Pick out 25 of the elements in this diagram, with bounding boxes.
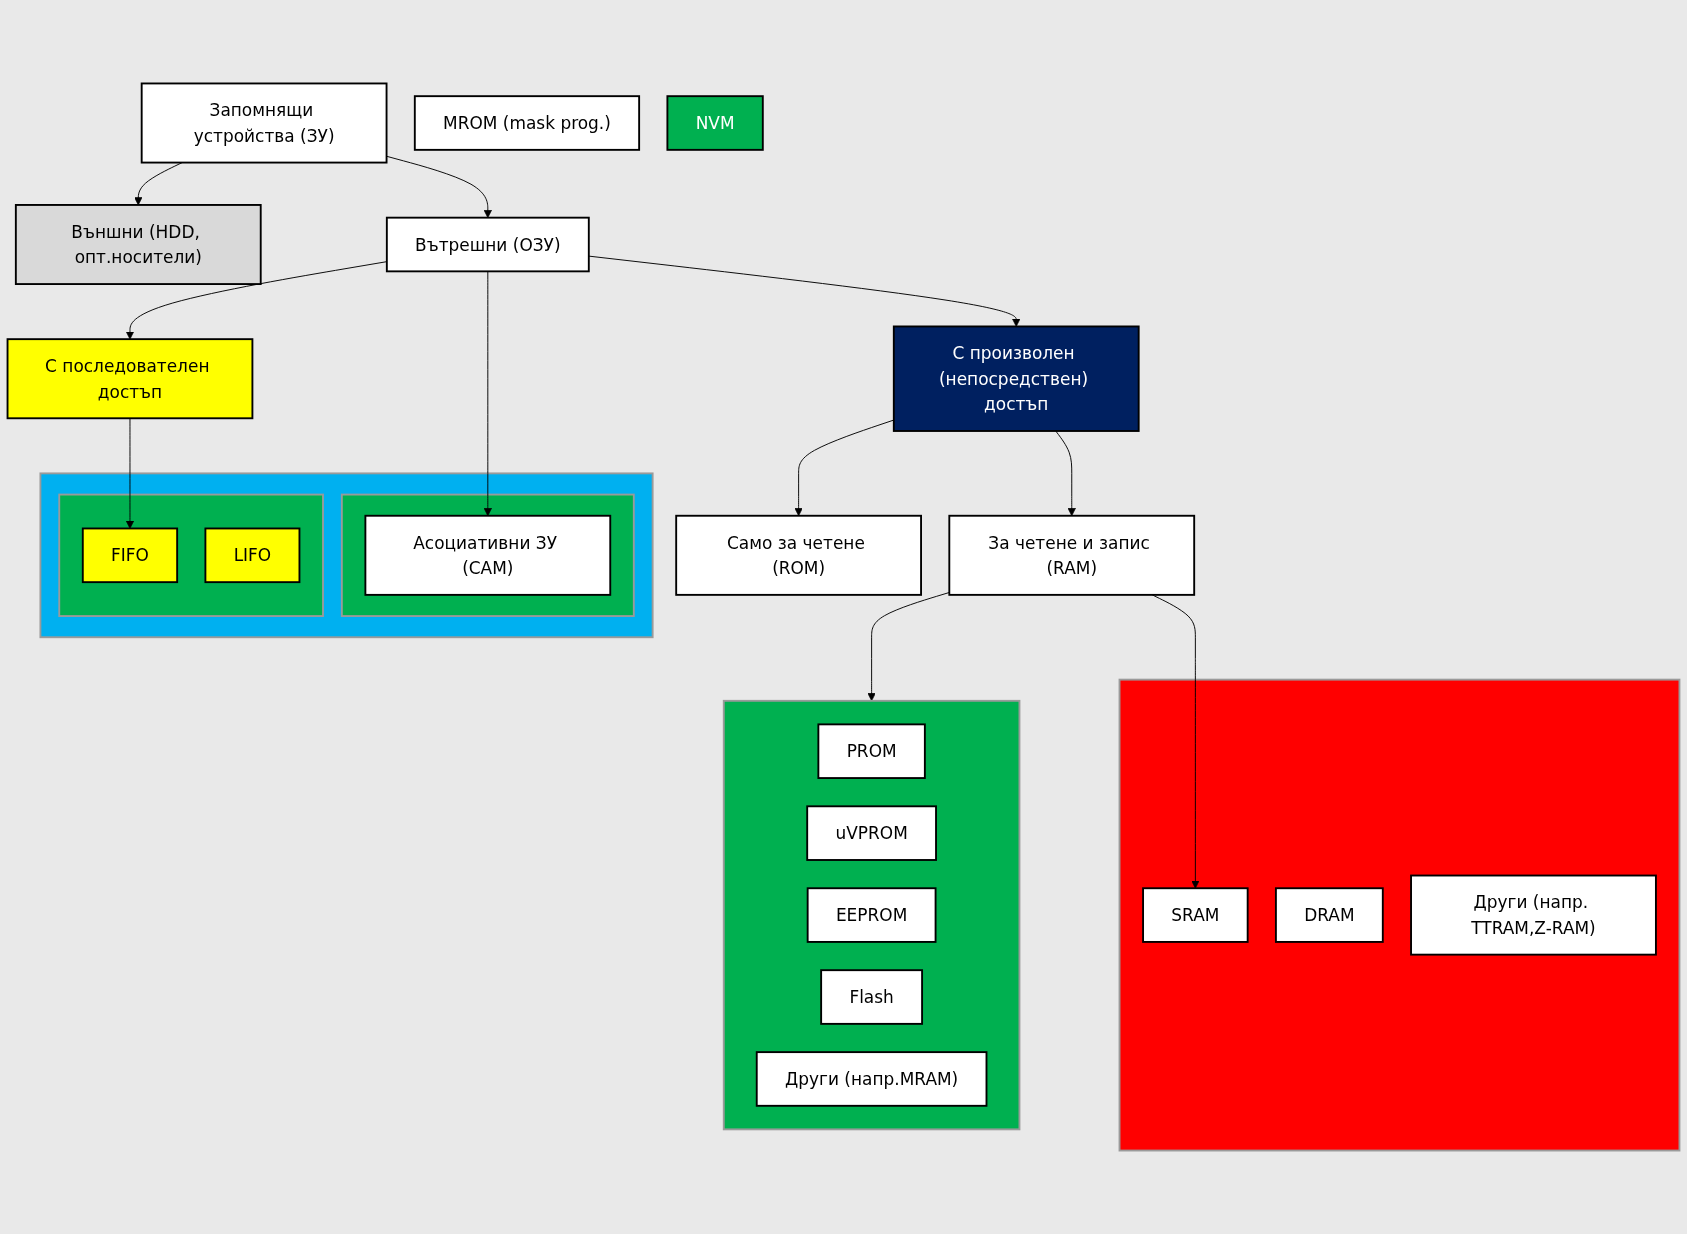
node-box: За четене и запис (RAM) (948, 514, 1196, 596)
node-box: Flash (820, 969, 924, 1025)
node-box: FIFO (81, 527, 179, 584)
node-box: С произволен (непосредствен) достъп (892, 325, 1140, 432)
node-box: Външни (HDD, опт.носители) (14, 204, 262, 285)
node-box: PROM (817, 723, 926, 779)
node-box: Други (напр. TTRAM,Z-RAM) (1410, 874, 1657, 956)
node-box: Други (напр.MRAM) (755, 1051, 988, 1107)
cluster (722, 699, 1021, 1131)
node-box: MROM (mask prog.) (413, 95, 641, 151)
cluster (340, 493, 635, 617)
node-box: Вътрешни (ОЗУ) (385, 216, 590, 273)
node-box: Асоциативни ЗУ (CAM) (364, 514, 612, 596)
node-box: DRAM (1274, 887, 1384, 943)
cluster (58, 493, 324, 617)
node-box: EEPROM (806, 887, 937, 943)
cluster (1118, 678, 1681, 1152)
node-box: SRAM (1142, 887, 1249, 943)
node-box: С последователен достъп (6, 338, 254, 420)
node-box: Само за четене (ROM) (675, 514, 922, 596)
node-box: LIFO (204, 527, 301, 584)
node-box: NVM (666, 95, 764, 151)
cluster (39, 472, 654, 639)
node-box: uVPROM (806, 805, 937, 861)
node-box: Запомнящи устройства (ЗУ) (140, 82, 388, 164)
